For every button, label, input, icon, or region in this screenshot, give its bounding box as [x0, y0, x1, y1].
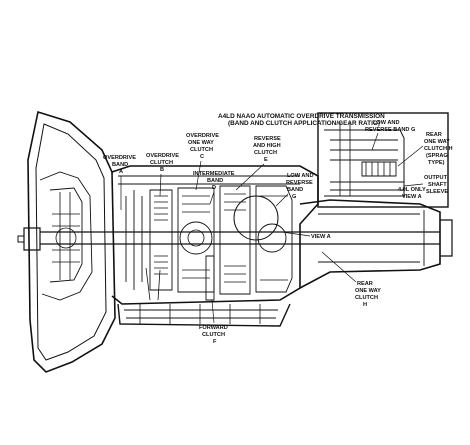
svg-text:FORWARD: FORWARD — [199, 325, 228, 331]
svg-text:OUTPUT: OUTPUT — [424, 175, 448, 181]
label-overdrive-band: OVERDRIVE BAND A — [103, 155, 136, 210]
svg-text:G: G — [292, 194, 296, 200]
svg-text:E: E — [264, 157, 268, 163]
svg-text:BAND: BAND — [207, 178, 223, 184]
svg-text:A: A — [119, 169, 123, 175]
label-low-reverse-band: LOW AND REVERSE BAND G — [275, 173, 314, 207]
svg-text:F: F — [213, 339, 217, 345]
svg-text:SLEEVE: SLEEVE — [426, 189, 448, 195]
label-view-a: VIEW A — [281, 231, 331, 240]
svg-text:OVERDRIVE: OVERDRIVE — [146, 153, 179, 159]
label-reverse-high-clutch: REVERSE AND HIGH CLUTCH E — [235, 136, 281, 191]
svg-text:INTERMEDIATE: INTERMEDIATE — [193, 171, 235, 177]
inset-label-rear-one-way-clutch: REAR ONE WAY CLUTCH H (SPRAG TYPE) — [397, 132, 453, 167]
transmission-cutaway — [17, 110, 453, 373]
svg-text:OVERDRIVE: OVERDRIVE — [186, 133, 219, 139]
svg-text:CLUTCH: CLUTCH — [254, 150, 277, 156]
svg-text:LOW AND: LOW AND — [287, 173, 314, 179]
svg-text:H: H — [363, 302, 367, 308]
svg-text:CLUTCH: CLUTCH — [150, 160, 173, 166]
svg-text:SHAFT: SHAFT — [428, 182, 447, 188]
svg-text:D: D — [212, 185, 216, 191]
svg-text:ONE WAY: ONE WAY — [188, 140, 214, 146]
label-overdrive-one-way-clutch: OVERDRIVE ONE WAY CLUTCH C — [186, 133, 219, 191]
svg-text:REVERSE: REVERSE — [286, 180, 313, 186]
svg-text:BAND: BAND — [112, 162, 128, 168]
svg-text:OVERDRIVE: OVERDRIVE — [103, 155, 136, 161]
svg-text:CLUTCH: CLUTCH — [202, 332, 225, 338]
svg-text:4.0L ONLY: 4.0L ONLY — [398, 187, 426, 193]
svg-text:REVERSE: REVERSE — [254, 136, 281, 142]
inset-label-low-reverse-band: LOW AND REVERSE BAND G — [365, 120, 415, 151]
diagram-title-line1: A4LD NAAO AUTOMATIC OVERDRIVE TRANSMISSI… — [218, 113, 385, 120]
svg-text:CLUTCH: CLUTCH — [355, 295, 378, 301]
svg-text:C: C — [200, 154, 204, 160]
svg-text:CLUTCH H: CLUTCH H — [424, 146, 453, 152]
view-a-inset — [317, 112, 449, 208]
svg-text:B: B — [160, 167, 164, 173]
inset-label-output-shaft-sleeve: OUTPUT SHAFT SLEEVE — [403, 175, 448, 195]
svg-text:LOW AND: LOW AND — [373, 120, 400, 126]
svg-text:REAR: REAR — [426, 132, 442, 138]
svg-text:VIEW A: VIEW A — [311, 234, 331, 240]
label-rear-one-way-clutch: REAR ONE WAY CLUTCH H — [321, 251, 381, 308]
svg-text:CLUTCH: CLUTCH — [190, 147, 213, 153]
label-overdrive-clutch: OVERDRIVE CLUTCH B — [146, 153, 179, 197]
svg-text:TYPE): TYPE) — [428, 160, 445, 166]
svg-text:REAR: REAR — [357, 281, 373, 287]
diagram-title-line2: (BAND AND CLUTCH APPLICATION/GEAR RATIO) — [228, 120, 380, 127]
svg-text:AND HIGH: AND HIGH — [253, 143, 281, 149]
svg-text:REVERSE BAND G: REVERSE BAND G — [365, 127, 415, 133]
svg-text:(SPRAG: (SPRAG — [426, 153, 448, 159]
svg-text:BAND: BAND — [287, 187, 303, 193]
label-forward-clutch: FORWARD CLUTCH F — [199, 299, 228, 345]
svg-text:ONE WAY: ONE WAY — [355, 288, 381, 294]
label-intermediate-band: INTERMEDIATE BAND D — [193, 171, 235, 205]
svg-text:ONE WAY: ONE WAY — [424, 139, 450, 145]
inset-caption: 4.0L ONLY VIEW A — [398, 187, 426, 200]
svg-text:VIEW A: VIEW A — [402, 194, 422, 200]
